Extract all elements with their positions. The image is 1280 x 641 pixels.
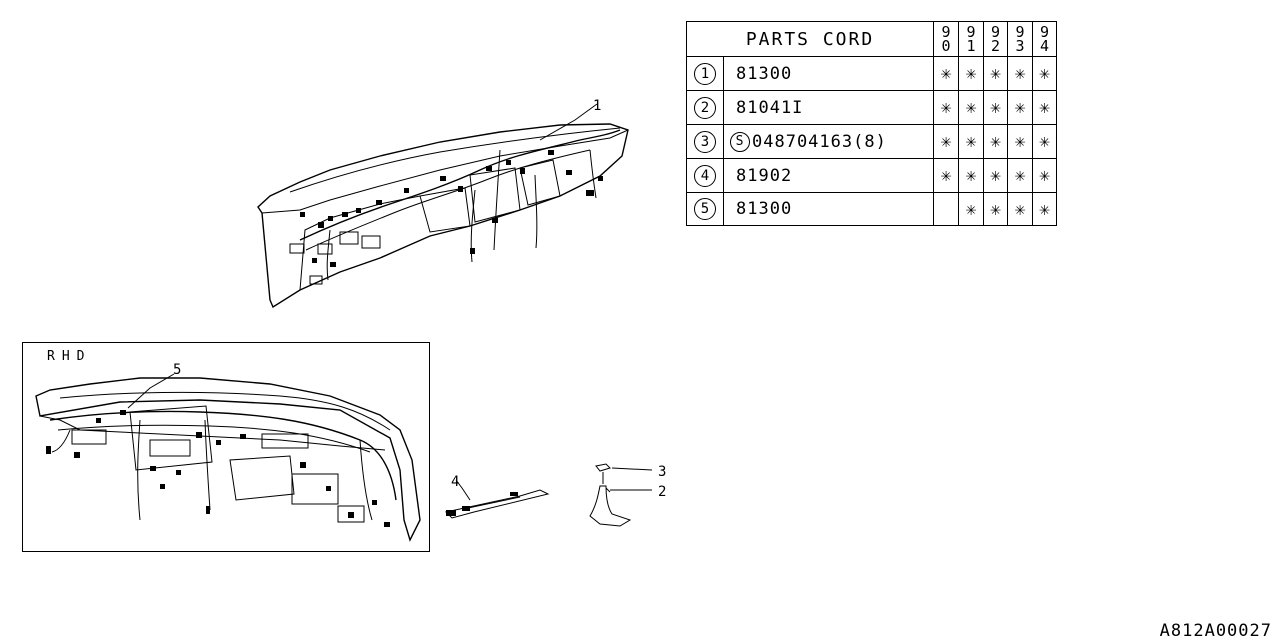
part-number-circle: 3 [694, 130, 716, 153]
availability-mark: ✳ [1007, 91, 1032, 124]
part-code: 81902 [723, 159, 933, 192]
availability-mark: ✳ [933, 57, 958, 90]
part-number-circle: 2 [694, 96, 716, 119]
availability-mark: ✳ [1032, 193, 1056, 225]
part-number-circle: 5 [694, 198, 716, 220]
part-2-3-bracket-screw [589, 463, 653, 527]
availability-mark: ✳ [933, 125, 958, 158]
part-code: 81041I [723, 91, 933, 124]
rhd-inset-frame [22, 342, 430, 552]
part-number-circle: 1 [694, 62, 716, 85]
availability-mark: ✳ [983, 91, 1007, 124]
availability-mark: ✳ [1007, 57, 1032, 90]
availability-mark: ✳ [933, 91, 958, 124]
availability-mark: ✳ [958, 125, 983, 158]
availability-mark: ✳ [958, 193, 983, 225]
catalog-id: A812A00027 [1159, 621, 1272, 641]
availability-mark: ✳ [1007, 193, 1032, 225]
table-row: 2 81041I ✳ ✳ ✳ ✳ ✳ [687, 90, 1056, 124]
instrument-panel-rhd [35, 373, 421, 542]
part-4-harness-strip [444, 479, 550, 519]
availability-mark: ✳ [983, 125, 1007, 158]
availability-mark: ✳ [1007, 125, 1032, 158]
availability-mark: ✳ [1032, 91, 1056, 124]
standard-part-symbol: S [730, 131, 750, 152]
callout-2: 2 [658, 484, 666, 500]
rhd-label: RHD [47, 349, 92, 364]
instrument-panel-main [257, 103, 629, 309]
availability-mark: ✳ [983, 193, 1007, 225]
callout-4: 4 [451, 474, 459, 490]
availability-mark: ✳ [983, 57, 1007, 90]
part-code: 81300 [723, 193, 933, 225]
part-number-circle: 4 [694, 164, 716, 187]
callout-3: 3 [658, 464, 666, 480]
availability-mark: ✳ [1032, 125, 1056, 158]
table-row: 5 81300 ✳ ✳ ✳ ✳ [687, 192, 1056, 225]
availability-mark: ✳ [1007, 159, 1032, 192]
availability-mark: ✳ [958, 159, 983, 192]
callout-5: 5 [173, 362, 181, 378]
table-row: 1 81300 ✳ ✳ ✳ ✳ ✳ [687, 56, 1056, 90]
availability-mark: ✳ [933, 159, 958, 192]
table-row: 4 81902 ✳ ✳ ✳ ✳ ✳ [687, 158, 1056, 192]
availability-mark: ✳ [1032, 159, 1056, 192]
availability-mark: ✳ [958, 91, 983, 124]
callout-1: 1 [593, 98, 601, 114]
part-code: 81300 [723, 57, 933, 90]
table-row: 3 S 048704163(8) ✳ ✳ ✳ ✳ ✳ [687, 124, 1056, 158]
availability-mark: ✳ [958, 57, 983, 90]
availability-mark: ✳ [1032, 57, 1056, 90]
availability-mark [933, 193, 958, 225]
part-code-text: 048704163(8) [752, 131, 887, 152]
availability-mark: ✳ [983, 159, 1007, 192]
part-code: S 048704163(8) [723, 125, 933, 158]
table-header-title: PARTS CORD [745, 28, 875, 50]
